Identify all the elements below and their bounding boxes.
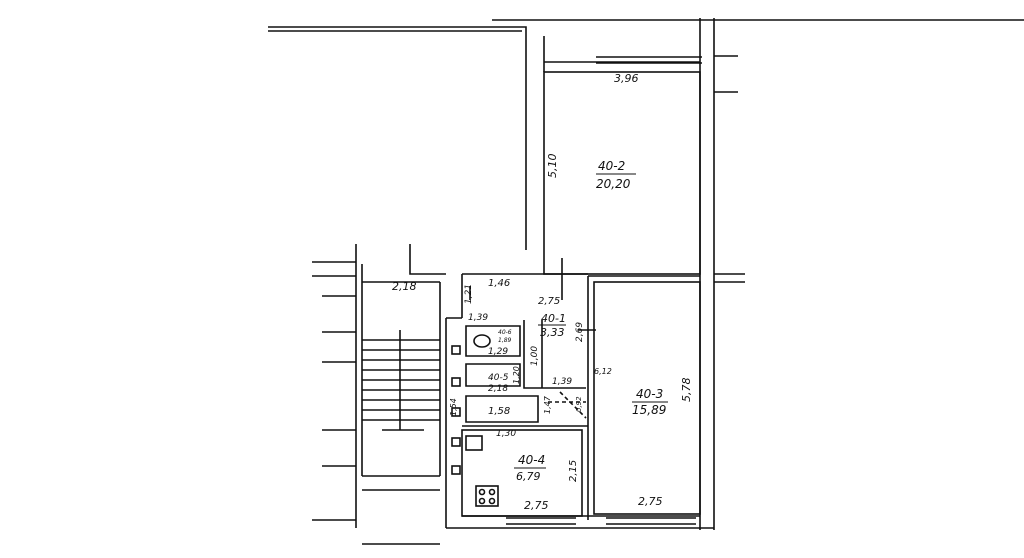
- room-40-5-area: 2,18: [488, 384, 508, 394]
- dim-label: 1,29: [488, 347, 508, 357]
- stair-treads: [362, 330, 440, 431]
- room-40-3-id: 40-3: [636, 387, 663, 401]
- window: [596, 56, 702, 64]
- dim-label: 1,47: [543, 395, 552, 414]
- dim-label: 5,10: [546, 154, 559, 179]
- stove-burner: [478, 497, 486, 505]
- dim-label: 1,00: [530, 346, 540, 366]
- left-wall-stubs: [312, 261, 356, 521]
- room-40-4-area: 6,79: [516, 470, 541, 483]
- dim-label: 1,46: [488, 278, 510, 289]
- door-swing: [548, 391, 587, 419]
- bathtub: [465, 395, 539, 423]
- stove-icon: [475, 485, 499, 507]
- window: [506, 517, 696, 525]
- stair-landing-top: [361, 244, 446, 282]
- wc-box: [465, 325, 521, 357]
- room-40-4-id: 40-4: [518, 453, 545, 467]
- stair-wall: [362, 475, 440, 545]
- stair-wall: [355, 244, 441, 528]
- dim-label: 1,54: [449, 398, 458, 416]
- sink-icon: [465, 435, 483, 451]
- vent-shafts: [451, 345, 461, 475]
- room-40-1-id: 40-1: [541, 312, 566, 325]
- dim-label: 0,92: [575, 396, 583, 412]
- dim-label: 2,75: [524, 499, 549, 512]
- dim-label: 6,12: [594, 367, 612, 376]
- room-40-2-wall: [543, 36, 700, 72]
- dim-label: 1,58: [488, 406, 510, 417]
- dim-label: 1,39: [552, 377, 572, 387]
- room-40-2-outline: [543, 71, 701, 275]
- room-40-2-area: 20,20: [596, 177, 631, 191]
- room-40-3-area: 15,89: [632, 403, 666, 417]
- outer-wall-line: [268, 26, 527, 250]
- dim-label: 2,69: [575, 322, 585, 342]
- dim-label: 2,75: [638, 495, 663, 508]
- room-40-3-wall: [587, 275, 700, 520]
- bottom-wall: [446, 515, 714, 529]
- stove-burner: [488, 497, 496, 505]
- dim-label: 1,39: [468, 313, 488, 323]
- bath-box: [465, 363, 521, 387]
- hall-wall: [445, 317, 462, 528]
- dim-label: 1,21: [464, 284, 474, 304]
- room-40-3-outline: [593, 281, 701, 515]
- stove-burner: [488, 488, 496, 496]
- dim-label: 3,96: [614, 72, 639, 85]
- dim-label: 5,78: [680, 378, 693, 403]
- dim-label: 2,75: [538, 296, 560, 307]
- room-40-6-area: 1,89: [498, 337, 512, 344]
- room-40-5-id: 40-5: [488, 373, 509, 383]
- room-40-6-id: 40-6: [498, 329, 512, 336]
- dim-label: 1,30: [496, 429, 516, 439]
- dim-line: [469, 258, 596, 331]
- dim-label: 2,15: [568, 460, 579, 482]
- room-40-1-area: 3,33: [540, 326, 565, 339]
- hall-wall: [461, 273, 588, 318]
- stove-burner: [478, 488, 486, 496]
- right-wall-stub: [714, 55, 745, 283]
- room-40-2-id: 40-2: [598, 159, 625, 173]
- wc-toilet: [473, 334, 491, 348]
- dim-label: 1,20: [512, 366, 521, 384]
- bath-partition: [523, 320, 586, 389]
- right-wall: [699, 18, 715, 530]
- dim-label: 2,18: [392, 280, 417, 293]
